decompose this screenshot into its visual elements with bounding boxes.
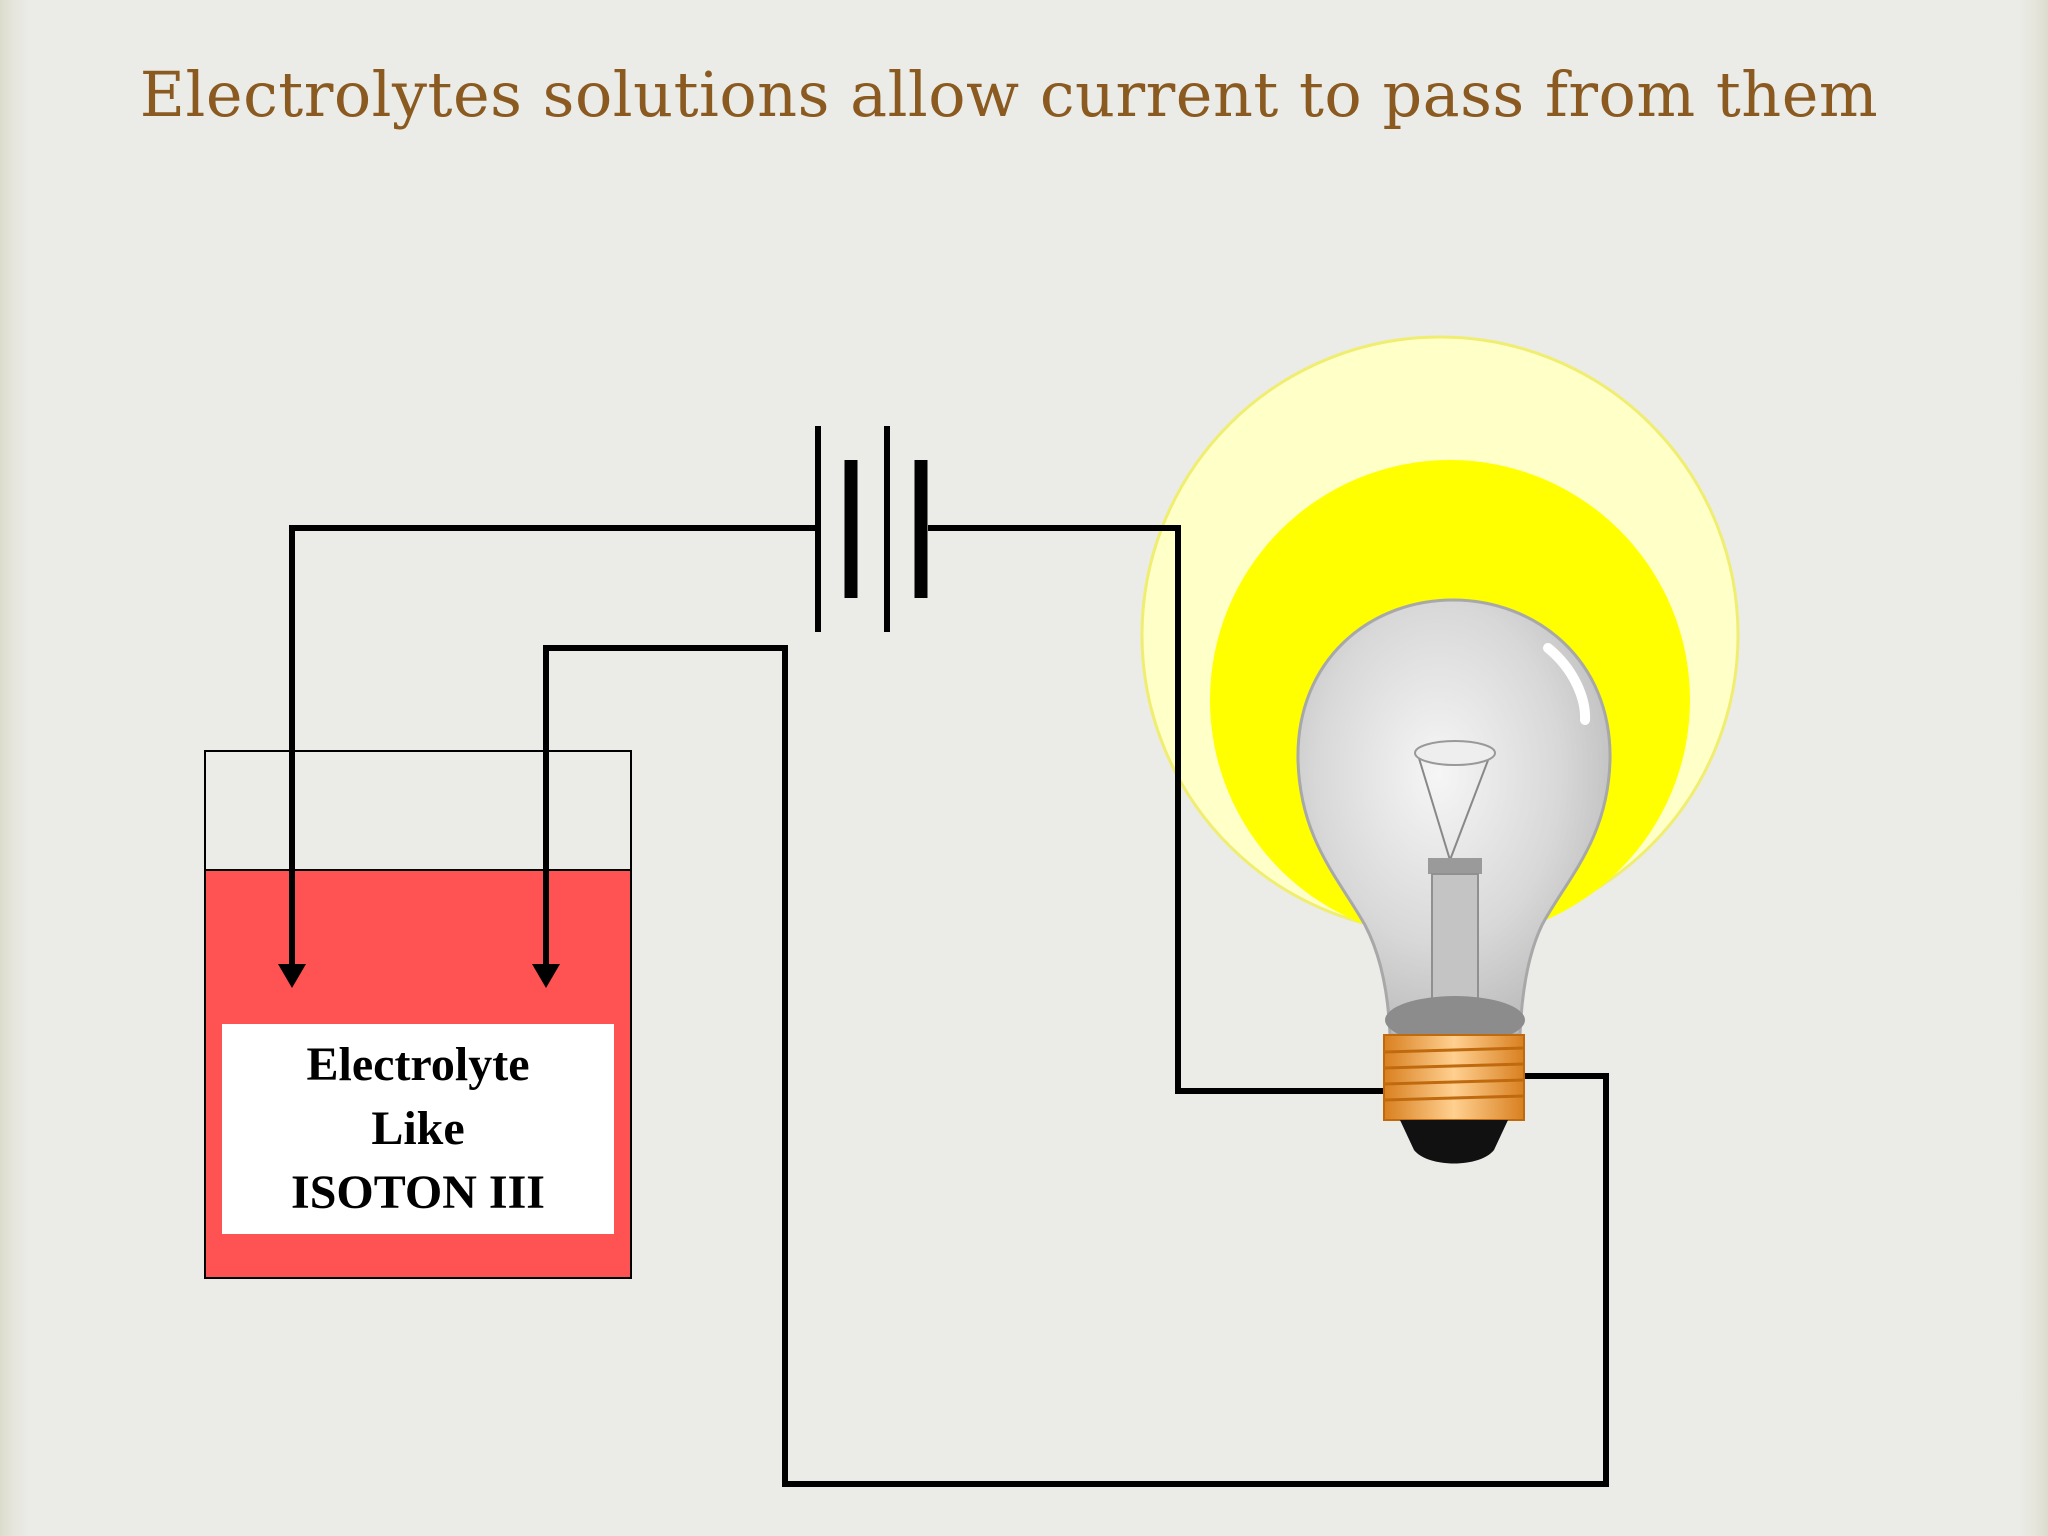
arrow-down-right-icon xyxy=(532,964,560,988)
wires xyxy=(289,525,1609,1487)
beaker-outline xyxy=(204,750,632,1279)
label-line-3: ISOTON III xyxy=(291,1166,545,1219)
arrow-down-left-icon xyxy=(278,964,306,988)
battery xyxy=(815,426,928,632)
filament-top xyxy=(1414,740,1496,766)
bulb-neck xyxy=(1385,996,1525,1044)
light-bulb-icon xyxy=(1296,598,1612,1164)
electrolyte-label: Electrolyte Like ISOTON III xyxy=(222,1024,614,1234)
filament-stem-top xyxy=(1428,858,1482,874)
bulb-glass xyxy=(1296,598,1612,1037)
filament-stem xyxy=(1431,873,1479,1015)
bulb-contact xyxy=(1400,1120,1508,1164)
wire-left-electrode xyxy=(289,525,818,968)
bulb-highlight xyxy=(1543,643,1591,725)
label-line-1: Electrolyte xyxy=(306,1038,530,1091)
wire-right-electrode xyxy=(543,645,1609,1487)
label-line-2: Like xyxy=(371,1102,465,1155)
wire-to-bulb xyxy=(928,525,1390,1094)
slide-title: Electrolytes solutions allow current to … xyxy=(139,58,1879,131)
bulb-threads xyxy=(1383,1046,1525,1102)
